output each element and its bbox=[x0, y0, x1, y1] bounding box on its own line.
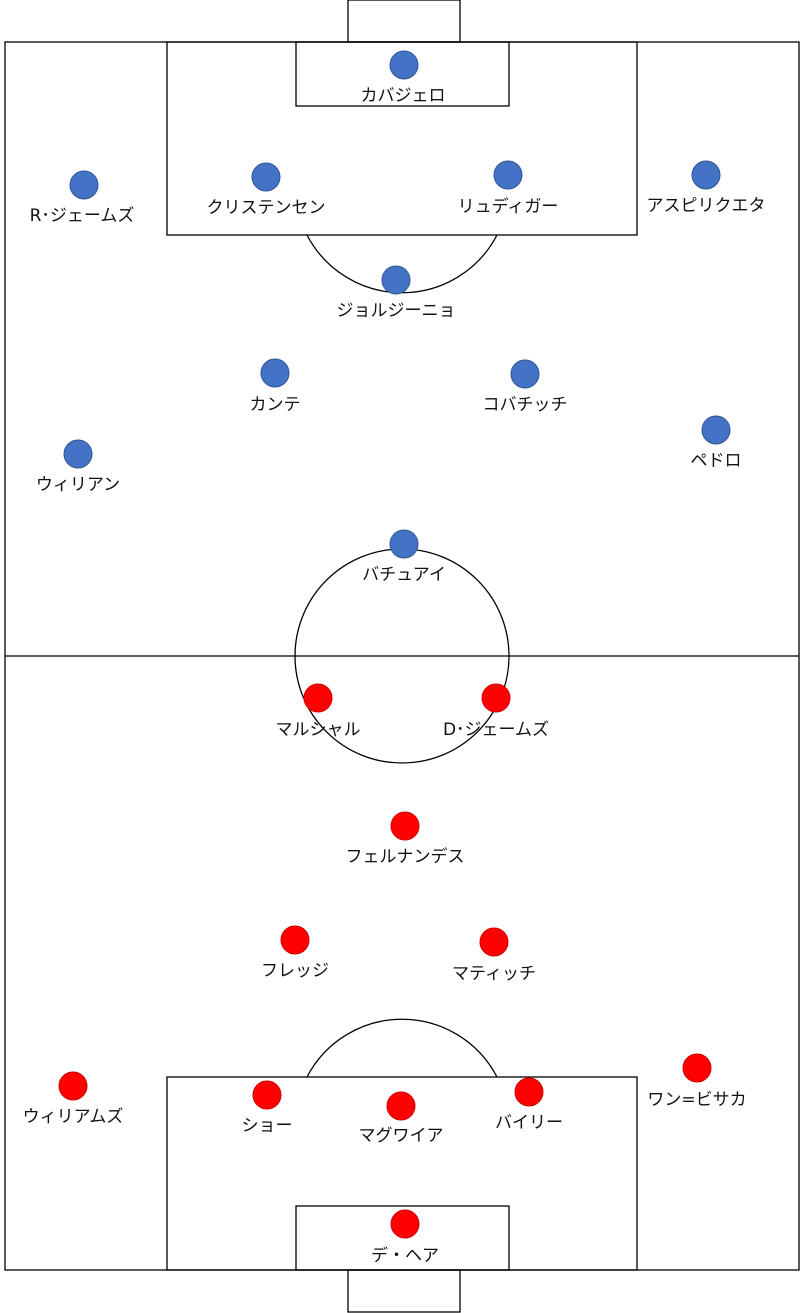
home-player-name: リュディガー bbox=[458, 196, 559, 217]
home-player-marker bbox=[251, 162, 281, 192]
away-player-marker bbox=[303, 683, 333, 713]
away-player-name: デ・ヘア bbox=[371, 1245, 439, 1266]
away-player-marker bbox=[280, 925, 310, 955]
away-player-name: フレッジ bbox=[261, 961, 329, 981]
away-player-marker bbox=[390, 811, 420, 841]
away-player-marker bbox=[682, 1053, 712, 1083]
home-player-marker bbox=[63, 439, 93, 469]
home-player-name: ペドロ bbox=[691, 451, 742, 471]
home-team: カバジェロ R･ジェームズ クリステンセン リュディガー アスピリクエタジョルジーニョカ… bbox=[30, 50, 766, 585]
home-player-marker bbox=[389, 529, 419, 559]
away-player-name: ウィリアムズ bbox=[23, 1107, 124, 1127]
away-player-marker bbox=[481, 683, 511, 713]
away-player-name: バイリー bbox=[495, 1113, 563, 1133]
away-player-name: D･ジェームズ bbox=[443, 720, 549, 740]
bottom-penalty-arc bbox=[306, 1018, 498, 1078]
home-player-marker bbox=[260, 358, 290, 388]
home-player-marker bbox=[510, 359, 540, 389]
away-player-marker bbox=[514, 1077, 544, 1107]
away-player-marker bbox=[479, 927, 509, 957]
bottom-goal bbox=[347, 1269, 461, 1313]
away-player-name: ワン=ビサカ bbox=[647, 1090, 746, 1110]
home-player-name: カバジェロ bbox=[361, 86, 446, 106]
home-player-name: バチュアイ bbox=[362, 565, 446, 585]
away-player-marker bbox=[386, 1091, 416, 1121]
away-team: マルシャル D･ジェームズフェルナンデスフレッジ マティッチウィリアムズ ショーマグワ… bbox=[23, 683, 747, 1266]
top-goal-area bbox=[295, 41, 510, 107]
home-player-marker bbox=[701, 415, 731, 445]
home-player-marker bbox=[381, 265, 411, 295]
home-player-name: R･ジェームズ bbox=[30, 206, 135, 226]
home-player-marker bbox=[389, 50, 419, 80]
home-player-name: ウィリアン bbox=[36, 475, 120, 495]
home-player-name: ジョルジーニョ bbox=[337, 301, 456, 321]
home-player-marker bbox=[69, 170, 99, 200]
top-goal bbox=[347, 0, 461, 43]
away-player-name: マグワイア bbox=[359, 1126, 444, 1146]
home-player-marker bbox=[493, 160, 523, 190]
home-player-marker bbox=[691, 160, 721, 190]
away-player-name: マティッチ bbox=[452, 964, 536, 984]
home-player-name: クリステンセン bbox=[207, 198, 326, 218]
away-player-marker bbox=[252, 1080, 282, 1110]
home-player-name: コバチッチ bbox=[483, 395, 568, 415]
away-player-name: マルシャル bbox=[276, 720, 361, 740]
away-player-marker bbox=[58, 1071, 88, 1101]
home-player-name: アスピリクエタ bbox=[647, 196, 766, 216]
home-player-name: カンテ bbox=[250, 395, 301, 415]
away-player-name: フェルナンデス bbox=[346, 846, 465, 867]
away-player-name: ショー bbox=[242, 1116, 293, 1136]
away-player-marker bbox=[390, 1209, 420, 1239]
